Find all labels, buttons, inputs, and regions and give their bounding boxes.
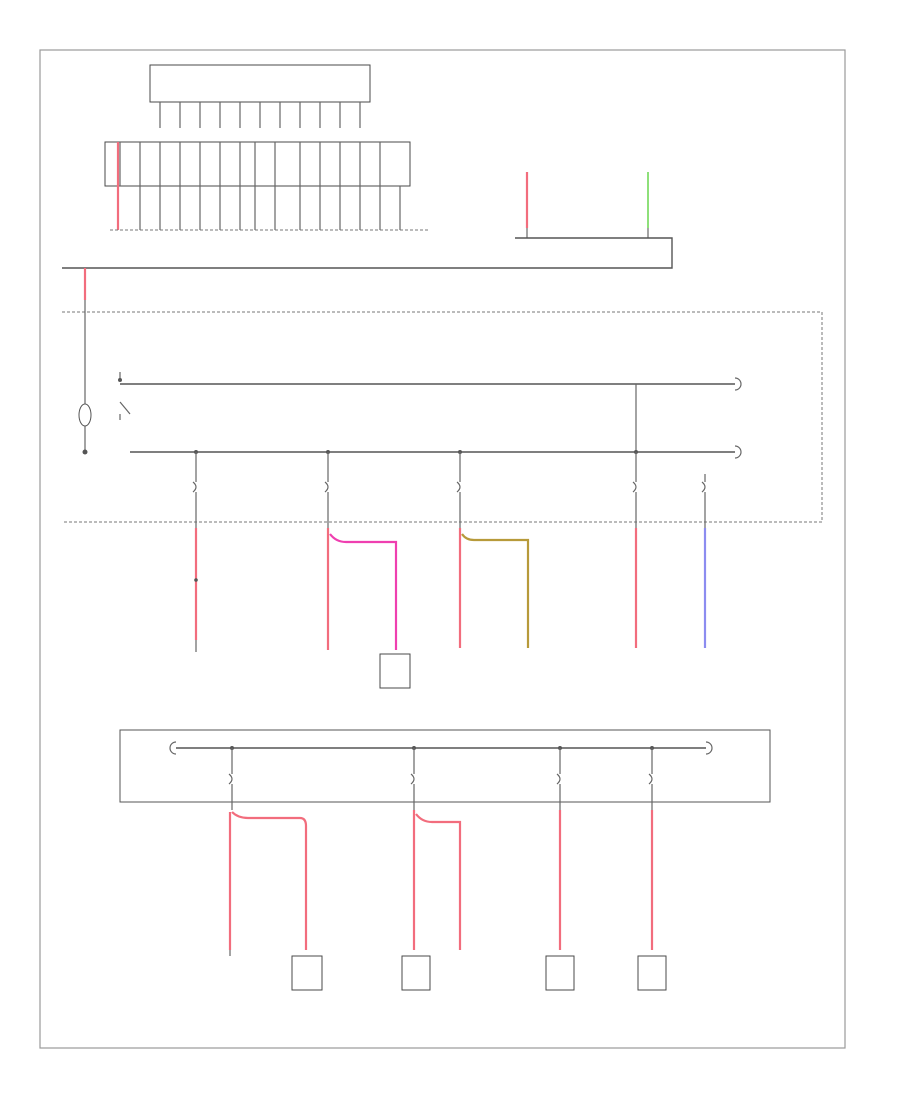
circuit-1 bbox=[194, 528, 198, 652]
lower-fuse-3 bbox=[556, 746, 562, 810]
lower-module-4 bbox=[545, 955, 575, 991]
circuit-3 bbox=[458, 528, 530, 648]
circuit-2 bbox=[326, 528, 398, 650]
left-relay-coil bbox=[78, 403, 92, 427]
relay-switch bbox=[118, 372, 131, 420]
fusible-link-block bbox=[104, 141, 411, 187]
fuse-4 bbox=[632, 450, 638, 528]
lower-circuit-2 bbox=[412, 810, 462, 950]
diagnostic-connector bbox=[149, 64, 371, 103]
fuse-1 bbox=[192, 450, 198, 528]
lower-module-5 bbox=[637, 955, 667, 991]
lower-fuse-2 bbox=[410, 746, 416, 810]
lower-module-3 bbox=[401, 955, 431, 991]
top-bus bbox=[62, 237, 673, 269]
ground-point bbox=[82, 449, 88, 455]
upper-bus-connector bbox=[734, 377, 742, 391]
connector-pins bbox=[159, 102, 361, 128]
controller-block bbox=[379, 653, 411, 689]
lower-fuse-1 bbox=[228, 746, 234, 810]
lower-fuse-4 bbox=[648, 746, 654, 810]
lower-bus-connector bbox=[734, 445, 742, 459]
fuse-block-output-pins bbox=[110, 186, 430, 231]
fuse-5 bbox=[701, 474, 706, 528]
fuse-3 bbox=[456, 450, 462, 528]
lower-circuit-1 bbox=[228, 811, 308, 950]
cpu-fuse-box bbox=[119, 729, 771, 803]
fuse-2 bbox=[324, 450, 330, 528]
lower-module-2 bbox=[291, 955, 323, 991]
junction-box bbox=[62, 311, 823, 523]
page-frame bbox=[39, 49, 846, 1049]
